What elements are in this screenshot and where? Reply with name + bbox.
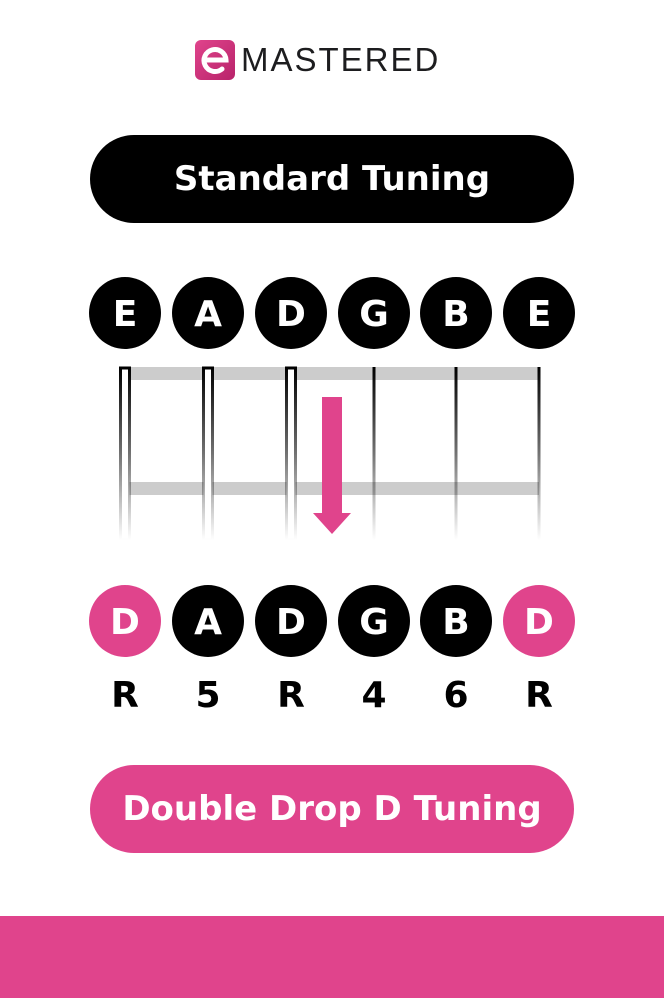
interval-label-3: R <box>277 675 305 716</box>
string-3 <box>372 367 376 540</box>
string-2 <box>454 367 458 540</box>
note-circle <box>172 585 244 657</box>
interval-label-5: 6 <box>443 675 468 716</box>
note-circle <box>255 585 327 657</box>
logo-e-icon <box>195 40 235 80</box>
fret-1 <box>125 367 539 380</box>
note-circle <box>89 277 161 349</box>
note-label: D <box>276 294 306 335</box>
standard-note-4: G <box>338 277 410 349</box>
interval-label-6: R <box>525 675 553 716</box>
drop-note-3: D <box>255 585 327 657</box>
note-label: D <box>110 602 140 643</box>
note-circle <box>172 277 244 349</box>
standard-note-5: B <box>420 277 492 349</box>
double-drop-d-label: Double Drop D Tuning <box>90 765 574 853</box>
note-circle <box>503 277 575 349</box>
string-1 <box>537 367 541 540</box>
standard-note-2: A <box>172 277 244 349</box>
drop-note-4: G <box>338 585 410 657</box>
note-label: A <box>194 294 222 335</box>
logo: MASTERED <box>195 40 440 80</box>
down-arrow-icon <box>313 397 351 534</box>
standard-note-6: E <box>503 277 575 349</box>
interval-label-4: 4 <box>361 675 386 716</box>
note-label: B <box>442 294 469 335</box>
footer-bar <box>0 916 664 998</box>
note-label: G <box>359 294 389 335</box>
string-5 <box>202 366 214 542</box>
standard-tuning-label: Standard Tuning <box>90 135 574 223</box>
drop-note-1: D <box>89 585 161 657</box>
interval-label-1: R <box>111 675 139 716</box>
logo-text: MASTERED <box>241 41 441 78</box>
note-label: A <box>194 602 222 643</box>
drop-note-5: B <box>420 585 492 657</box>
standard-note-1: E <box>89 277 161 349</box>
standard-note-3: D <box>255 277 327 349</box>
string-6 <box>119 366 131 542</box>
note-label: E <box>113 294 138 335</box>
drop-note-2: A <box>172 585 244 657</box>
interval-label-2: 5 <box>195 675 220 716</box>
note-label: D <box>524 602 554 643</box>
drop-note-6: D <box>503 585 575 657</box>
fretboard-diagram: E A D G B E D A D G B D R 5 R 4 6 R <box>89 277 575 716</box>
note-circle <box>420 277 492 349</box>
note-circle <box>338 585 410 657</box>
note-circle <box>420 585 492 657</box>
string-4 <box>285 366 297 542</box>
note-label: B <box>442 602 469 643</box>
note-label: E <box>527 294 552 335</box>
note-circle <box>89 585 161 657</box>
note-label: G <box>359 602 389 643</box>
note-circle <box>503 585 575 657</box>
note-label: D <box>276 602 306 643</box>
note-circle <box>338 277 410 349</box>
note-circle <box>255 277 327 349</box>
